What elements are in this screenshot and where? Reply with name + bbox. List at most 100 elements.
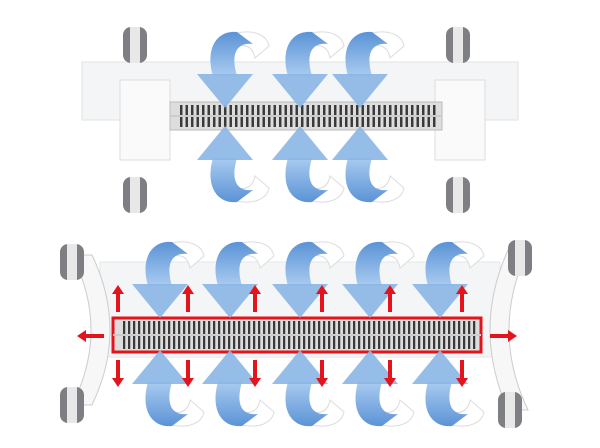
- airflow-shaft: [285, 382, 328, 427]
- heat-arrow: [112, 360, 124, 387]
- wheel: [123, 27, 147, 63]
- airflow-shaft: [425, 382, 468, 427]
- heat-arrow: [316, 360, 328, 387]
- airflow-up-arrow: [202, 350, 275, 427]
- airflow-arrowhead: [202, 284, 258, 318]
- right-end-cap: [434, 79, 486, 161]
- heat-arrow-head: [456, 285, 468, 294]
- airflow-shaft: [145, 241, 188, 286]
- heat-arrow: [112, 285, 124, 312]
- wheel: [60, 387, 84, 423]
- airflow-shaft: [210, 31, 253, 76]
- heat-arrow-head: [112, 285, 124, 294]
- airflow-down-arrow: [412, 241, 485, 318]
- heat-arrow-head: [456, 378, 468, 387]
- airflow-arrowhead: [412, 350, 468, 384]
- airflow-shaft: [345, 31, 388, 76]
- airflow-arrowhead: [132, 284, 188, 318]
- wheel-hub: [505, 392, 515, 428]
- airflow-down-arrow: [202, 241, 275, 318]
- wheel-hub: [453, 177, 463, 213]
- heat-arrow: [182, 360, 194, 387]
- heat-arrow: [316, 285, 328, 312]
- wheel-hub: [515, 240, 525, 276]
- grille: [111, 316, 483, 354]
- heat-arrow: [384, 360, 396, 387]
- airflow-arrowhead: [342, 284, 398, 318]
- heat-arrow: [490, 330, 517, 342]
- airflow-shaft: [285, 241, 328, 286]
- wheel: [123, 177, 147, 213]
- wheel-hub: [67, 244, 77, 280]
- wheel: [446, 27, 470, 63]
- heat-arrow: [77, 330, 104, 342]
- airflow-shaft: [285, 158, 328, 203]
- heat-arrow-head: [182, 378, 194, 387]
- wheel: [498, 392, 522, 428]
- airflow-up-arrow: [332, 126, 405, 203]
- airflow-shaft: [425, 241, 468, 286]
- airflow-up-arrow: [197, 126, 270, 203]
- heat-arrow-head: [384, 378, 396, 387]
- wheel-hub: [130, 177, 140, 213]
- airflow-shaft: [215, 382, 258, 427]
- airflow-shaft: [345, 158, 388, 203]
- airflow-down-arrow: [332, 31, 405, 108]
- airflow-up-arrow: [272, 350, 345, 427]
- top-heater: [81, 27, 519, 213]
- airflow-shaft: [210, 158, 253, 203]
- left-end-cap: [119, 79, 171, 161]
- wheel-hub: [453, 27, 463, 63]
- airflow-down-arrow: [272, 31, 345, 108]
- left-foot: [71, 254, 111, 406]
- airflow-arrowhead: [197, 74, 253, 108]
- heat-arrow-head: [384, 285, 396, 294]
- airflow-arrowhead: [332, 74, 388, 108]
- wheel: [446, 177, 470, 213]
- airflow-arrowhead: [132, 350, 188, 384]
- airflow-down-arrow: [272, 241, 345, 318]
- heat-arrow: [384, 285, 396, 312]
- airflow-up-arrow: [272, 126, 345, 203]
- grille-bar: [170, 115, 442, 117]
- heat-arrow-head: [112, 378, 124, 387]
- airflow-up-arrow: [132, 350, 205, 427]
- airflow-up-arrow: [342, 350, 415, 427]
- wheel: [60, 244, 84, 280]
- heat-arrow-head: [316, 285, 328, 294]
- heat-arrow-head: [316, 378, 328, 387]
- airflow-arrowhead: [272, 126, 328, 160]
- airflow-shaft: [355, 382, 398, 427]
- airflow-shaft: [215, 241, 258, 286]
- heat-arrow: [249, 285, 261, 312]
- bottom-heater: [60, 240, 532, 428]
- wheel-hub: [130, 27, 140, 63]
- wheel-hub: [67, 387, 77, 423]
- heat-arrow-head: [77, 330, 86, 342]
- airflow-down-arrow: [342, 241, 415, 318]
- heat-arrow: [182, 285, 194, 312]
- airflow-arrowhead: [342, 350, 398, 384]
- heat-arrow: [456, 285, 468, 312]
- airflow-down-arrow: [197, 31, 270, 108]
- grille-bar: [113, 334, 481, 336]
- airflow-up-arrow: [412, 350, 485, 427]
- airflow-arrowhead: [272, 74, 328, 108]
- heat-arrow: [456, 360, 468, 387]
- wheel: [508, 240, 532, 276]
- airflow-shaft: [145, 382, 188, 427]
- heat-arrow-head: [508, 330, 517, 342]
- heat-arrow-head: [249, 378, 261, 387]
- airflow-arrowhead: [202, 350, 258, 384]
- airflow-arrowhead: [272, 350, 328, 384]
- grille: [169, 101, 443, 131]
- airflow-arrowhead: [272, 284, 328, 318]
- airflow-arrowhead: [197, 126, 253, 160]
- airflow-shaft: [355, 241, 398, 286]
- airflow-down-arrow: [132, 241, 205, 318]
- airflow-arrowhead: [332, 126, 388, 160]
- airflow-arrowhead: [412, 284, 468, 318]
- heat-arrow: [249, 360, 261, 387]
